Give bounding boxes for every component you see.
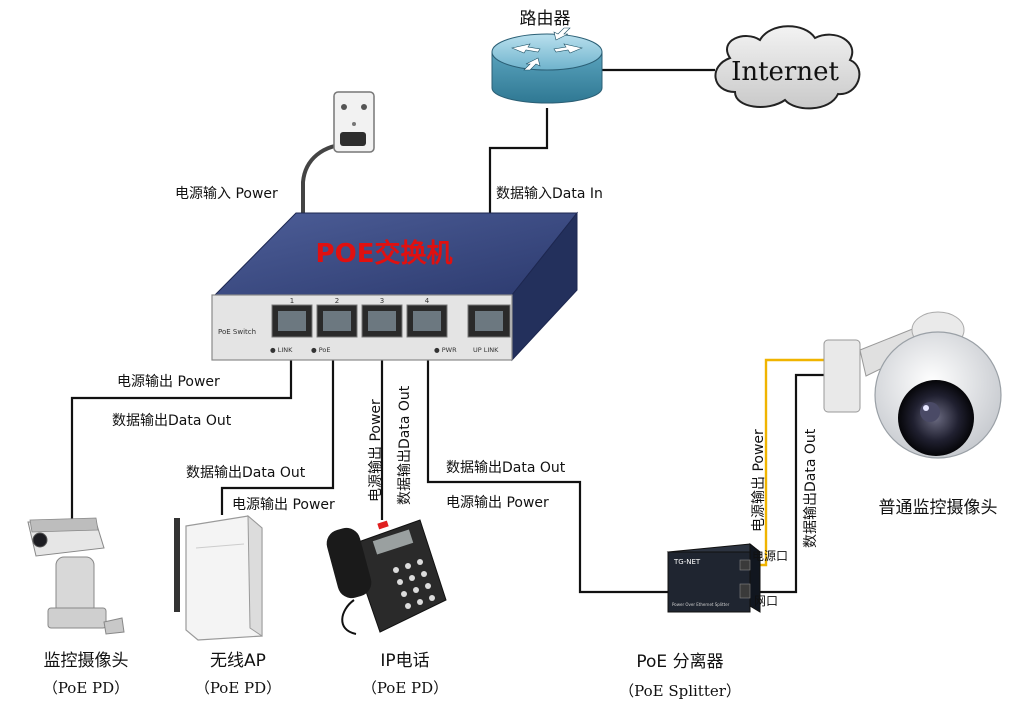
switch-title: POE交换机 [316, 238, 453, 269]
port2-power-label: 电源输出 Power [232, 497, 335, 513]
internet-label: Internet [731, 57, 839, 87]
switch-led-label: ● LINK [270, 346, 293, 354]
ap-name: 无线AP [210, 651, 266, 671]
dome-camera [823, 311, 1002, 459]
wall-outlet [333, 91, 375, 153]
wireless-ap [174, 514, 263, 641]
phone-name: IP电话 [380, 651, 429, 671]
switch-led-label: ● PoE [311, 346, 331, 354]
port3-data-label: 数据输出Data Out [397, 385, 413, 505]
camera1-name: 监控摄像头 [44, 651, 129, 671]
router-label: 路由器 [520, 9, 571, 29]
port4-data-label: 数据输出Data Out [446, 460, 566, 476]
dome-camera-name: 普通监控摄像头 [879, 498, 998, 518]
splitter-net-port-label: 网口 [754, 594, 779, 608]
router-arrows-icon [511, 27, 583, 71]
ptz-camera [27, 517, 125, 635]
switch-ports [271, 304, 511, 338]
splitter-type: （PoE Splitter） [619, 682, 741, 700]
router [491, 27, 603, 104]
internet-cloud [714, 25, 861, 110]
ap-type: （PoE PD） [195, 679, 281, 697]
switch-port-number: 2 [335, 297, 339, 305]
splitter-power-port-label: 电源口 [752, 549, 789, 563]
port4-cable [426, 340, 668, 594]
switch-port-number: 1 [290, 297, 294, 305]
switch-led-label: ● PWR [434, 346, 457, 354]
splitter-caption: Power Over Ethernet Splitter [672, 602, 730, 607]
camera-power-label: 电源输出 Power [751, 429, 767, 532]
ip-phone [326, 519, 447, 635]
camera1-type: （PoE PD） [43, 679, 129, 697]
port2-data-label: 数据输出Data Out [186, 465, 306, 481]
phone-type: （PoE PD） [362, 679, 448, 697]
phone-keypad [393, 559, 435, 609]
switch-port-number: 4 [425, 297, 430, 305]
poe-switch: 1 2 3 4 PoE Switch ● LINK ● PoE ● PWR UP… [211, 211, 579, 362]
splitter-name: PoE 分离器 [636, 652, 723, 672]
poe-splitter: TG-NET Power Over Ethernet Splitter [666, 542, 762, 613]
power-in-label: 电源输入 Power [175, 186, 278, 202]
port1-power-label: 电源输出 Power [117, 374, 220, 390]
switch-led-label: UP LINK [473, 346, 499, 354]
port1-cable [70, 340, 293, 520]
port3-power-label: 电源输出 Power [368, 399, 384, 502]
camera-data-label: 数据输出Data Out [803, 428, 819, 548]
switch-brand-label: PoE Switch [218, 328, 256, 336]
switch-port-number: 3 [380, 297, 384, 305]
port2-cable [220, 340, 335, 515]
port1-data-label: 数据输出Data Out [112, 413, 232, 429]
data-in-label: 数据输入Data In [496, 186, 603, 202]
power-cord [301, 142, 353, 215]
port4-power-label: 电源输出 Power [446, 495, 549, 511]
splitter-net-cable [752, 373, 830, 594]
splitter-brand: TG-NET [673, 558, 701, 566]
